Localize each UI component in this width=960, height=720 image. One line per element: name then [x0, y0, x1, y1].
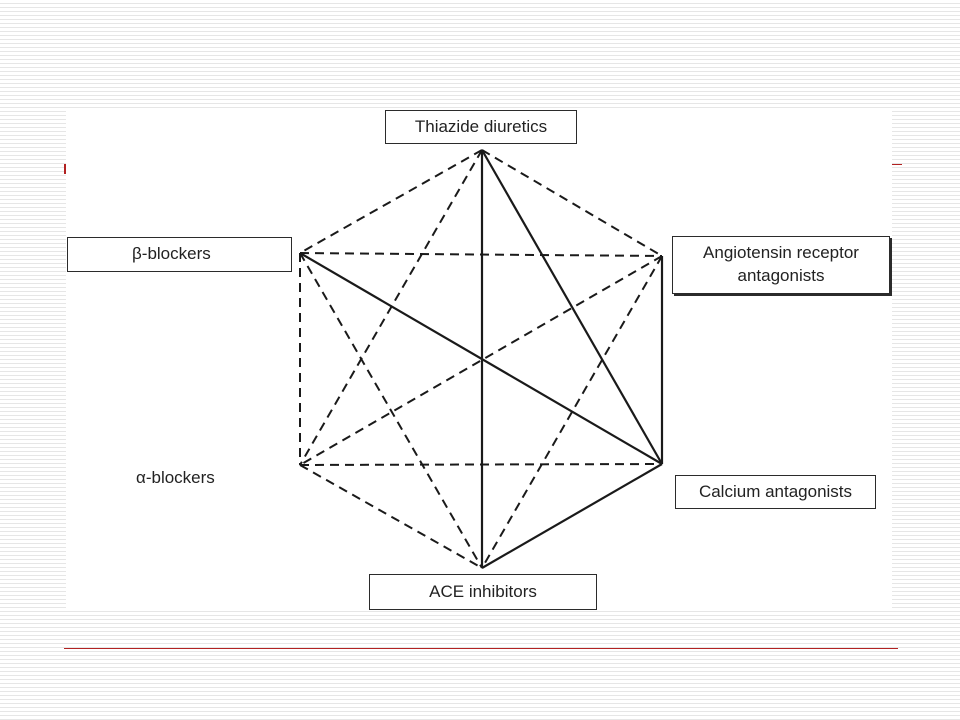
edge-calcium-ace-solid [481, 463, 663, 569]
edge-thiazide-calcium-solid [481, 149, 663, 465]
bottom-rule [64, 648, 898, 649]
edge-alpha-ace-dashed [299, 464, 483, 569]
node-arb-label-line2: antagonists [737, 266, 825, 285]
node-alpha-label: α-blockers [136, 468, 215, 487]
node-calcium-label: Calcium antagonists [698, 481, 853, 501]
node-thiazide-diuretics: Thiazide diuretics [385, 110, 577, 144]
node-beta-label: β-blockers [132, 244, 211, 264]
edge-arb-alpha-dashed [299, 255, 663, 466]
node-calcium-antagonists: Calcium antagonists [675, 475, 876, 509]
edge-thiazide-arb-dashed [481, 149, 663, 257]
node-ace-inhibitors: ACE inhibitors [369, 574, 597, 610]
node-angiotensin-receptor-antagonists: Angiotensin receptor antagonists [672, 236, 890, 294]
edge-thiazide-beta-dashed [299, 149, 483, 254]
node-beta-blockers: β-blockers [67, 237, 292, 272]
edge-beta-arb-dashed [299, 252, 663, 257]
node-alpha-blockers: α-blockers [136, 468, 215, 488]
edge-thiazide-alpha-dashed [299, 149, 483, 466]
node-thiazide-label: Thiazide diuretics [414, 116, 548, 136]
edge-arb-ace-dashed [481, 255, 663, 569]
edge-alpha-calcium-dashed [299, 463, 663, 466]
node-ace-label: ACE inhibitors [429, 581, 537, 601]
edge-beta-ace-dashed [299, 252, 483, 569]
edge-beta-calcium-solid [299, 252, 663, 465]
edges-group [299, 149, 664, 569]
node-arb-label-line1: Angiotensin receptor [703, 243, 859, 263]
